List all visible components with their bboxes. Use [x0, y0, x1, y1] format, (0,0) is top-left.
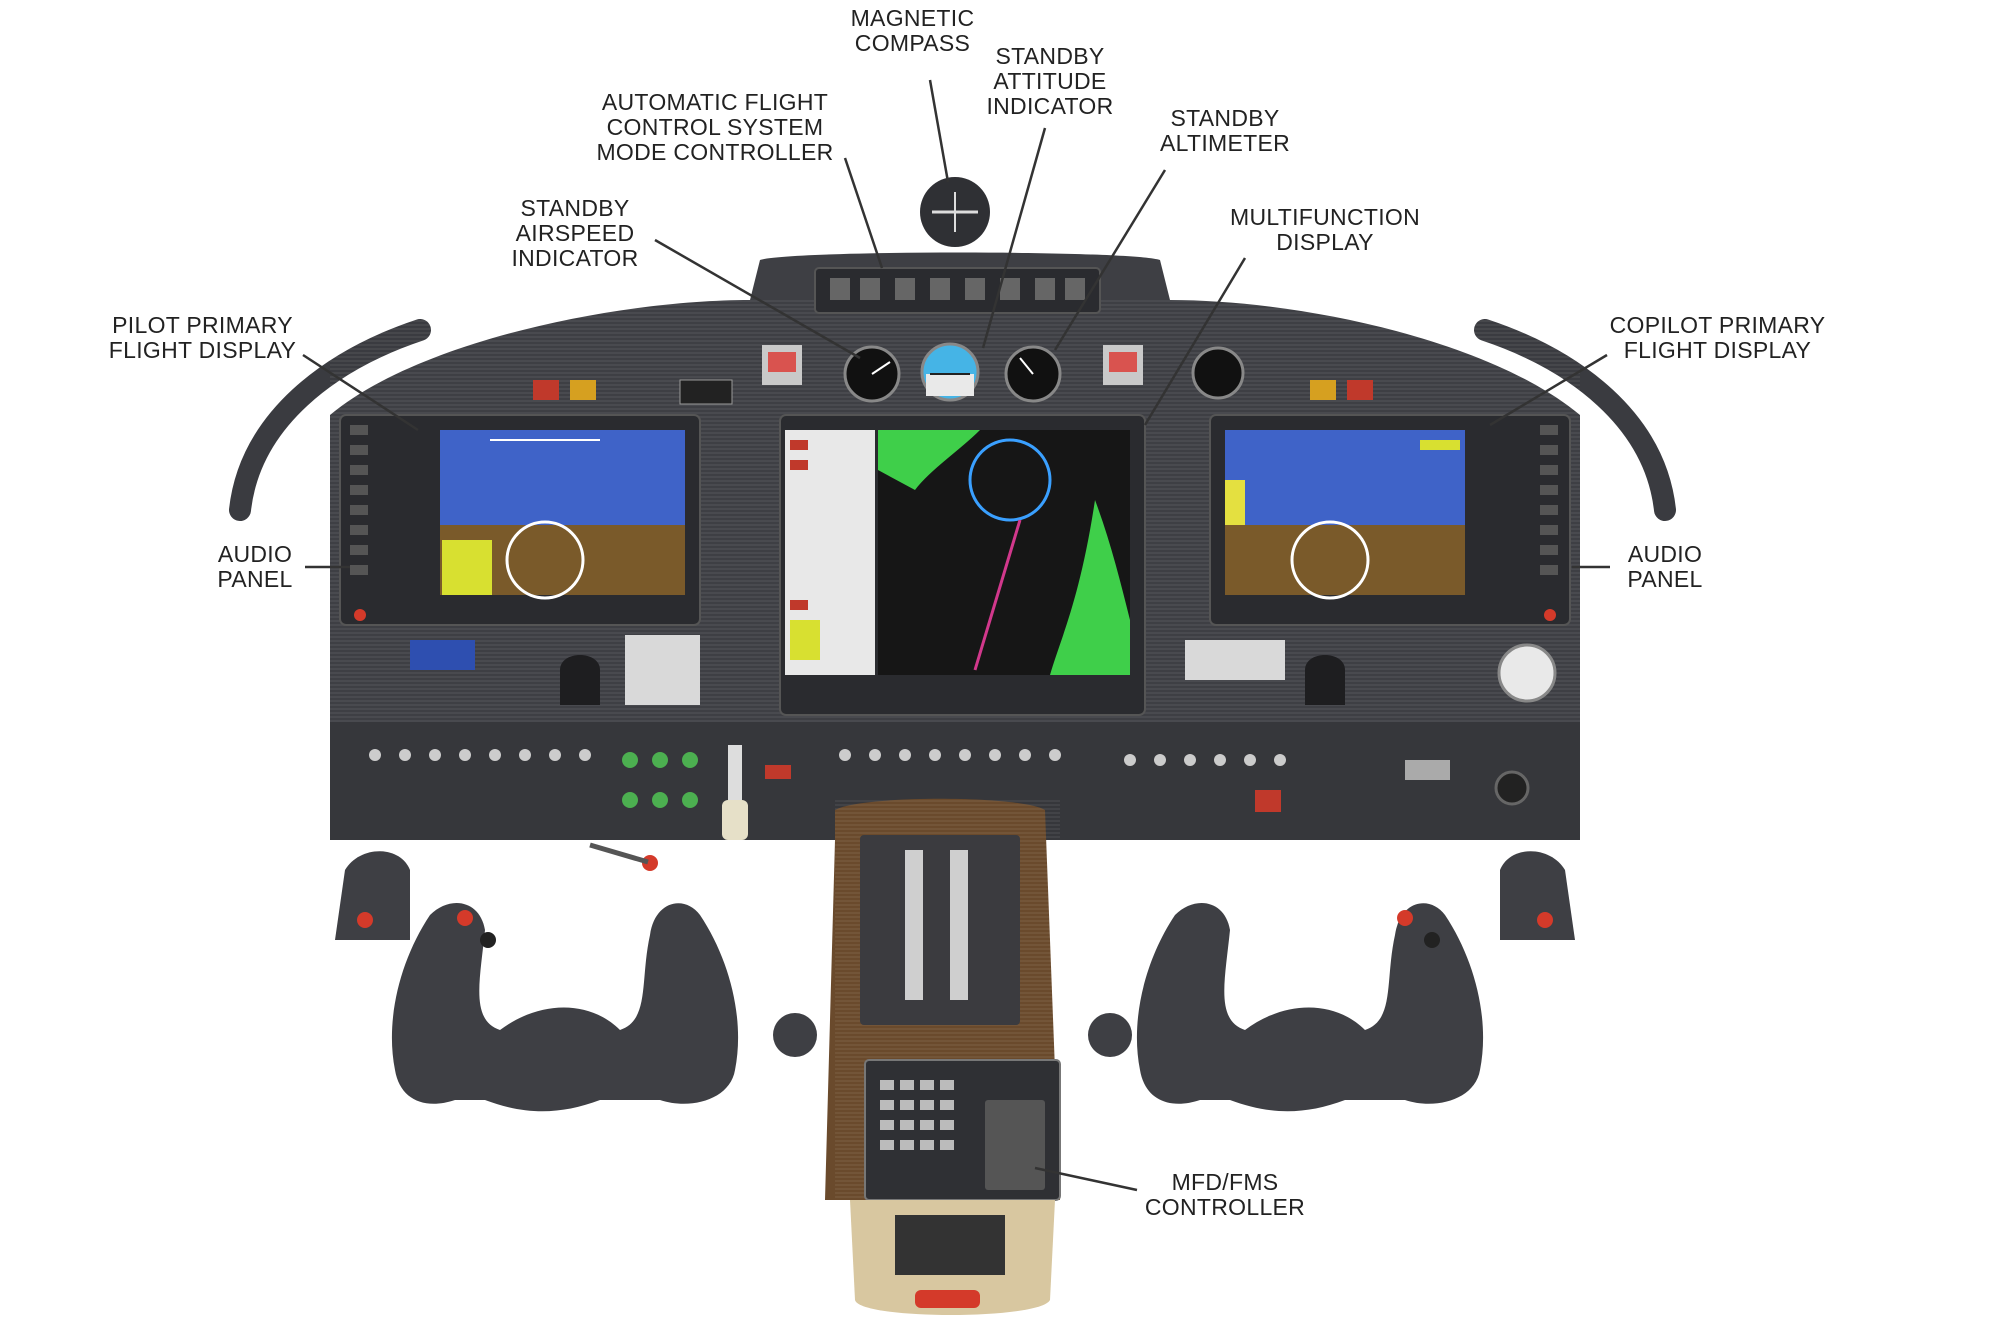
pilot-pfd-screen — [440, 430, 685, 600]
placard-right — [1185, 640, 1285, 680]
rotary-knob — [1494, 770, 1530, 806]
annunciator-right-red — [1347, 380, 1373, 400]
copilot-pfd-screen — [1225, 430, 1465, 600]
pilot-control-yoke — [391, 903, 739, 1112]
annunciator-left-amber — [570, 380, 596, 400]
annunciator-left-red — [533, 380, 559, 400]
selector-box — [1405, 760, 1450, 780]
afcs-mode-controller — [814, 267, 1101, 314]
label-multifunction-display: MULTIFUNCTION DISPLAY — [1229, 204, 1420, 255]
standby-gauge-right — [1191, 346, 1245, 400]
label-afcs-mode-controller: AUTOMATIC FLIGHT CONTROL SYSTEM MODE CON… — [596, 89, 834, 165]
right-side-pod — [1500, 851, 1575, 940]
throttle-quadrant — [860, 835, 1020, 1025]
label-pilot-pfd: PILOT PRIMARY FLIGHT DISPLAY — [108, 312, 297, 363]
label-magnetic-compass: MAGNETIC COMPASS — [850, 5, 975, 56]
label-mfd-fms-controller: MFD/FMS CONTROLLER — [1144, 1169, 1306, 1220]
mfd-map-screen — [878, 430, 1130, 675]
copilot-control-yoke — [1136, 903, 1484, 1112]
label-audio-panel-right: AUDIO PANEL — [1627, 541, 1703, 592]
label-audio-panel-left: AUDIO PANEL — [217, 541, 293, 592]
annunciator-right-amber — [1310, 380, 1336, 400]
callout-leader-lines — [302, 79, 1610, 1192]
label-standby-altimeter: STANDBY ALTIMETER — [1159, 105, 1291, 156]
clock-gauge — [1497, 643, 1557, 703]
label-copilot-pfd: COPILOT PRIMARY FLIGHT DISPLAY — [1609, 312, 1826, 363]
digital-readout-left — [410, 640, 475, 670]
left-side-pod — [335, 851, 410, 940]
label-standby-attitude: STANDBY ATTITUDE INDICATOR — [986, 43, 1114, 119]
label-standby-airspeed: STANDBY AIRSPEED INDICATOR — [511, 195, 639, 271]
placard-left — [625, 635, 700, 705]
clock-display — [679, 379, 733, 405]
